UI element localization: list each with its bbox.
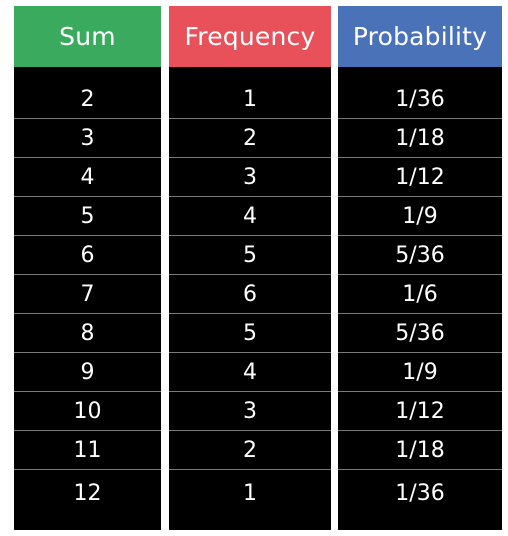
probability-cell: 1/9 — [338, 353, 502, 392]
probability-cell: 1/6 — [338, 275, 502, 314]
frequency-cell: 6 — [169, 275, 331, 314]
frequency-cell: 1 — [169, 80, 331, 119]
probability-cell: 1/12 — [338, 158, 502, 197]
frequency-cell: 2 — [169, 119, 331, 158]
probability-cell: 1/18 — [338, 119, 502, 158]
probability-cell: 1/12 — [338, 392, 502, 431]
sum-cell: 8 — [14, 314, 161, 353]
frequency-cell: 3 — [169, 392, 331, 431]
sum-cell: 4 — [14, 158, 161, 197]
frequency-cell: 2 — [169, 431, 331, 470]
probability-cell: 1/36 — [338, 80, 502, 119]
sum-cell: 6 — [14, 236, 161, 275]
sum-cell: 7 — [14, 275, 161, 314]
sum-cell: 12 — [73, 480, 102, 506]
probability-header: Probability — [338, 6, 502, 67]
frequency-cell: 1 — [243, 480, 257, 506]
probability-cell: 1/9 — [338, 197, 502, 236]
sum-cell: 11 — [14, 431, 161, 470]
probability-cell: 1/18 — [338, 431, 502, 470]
sum-cell: 3 — [14, 119, 161, 158]
probability-cell: 1/36 — [395, 480, 445, 506]
frequency-cell: 4 — [169, 197, 331, 236]
frequency-cell: 3 — [169, 158, 331, 197]
frequency-cell: 5 — [169, 314, 331, 353]
sum-cell: 10 — [14, 392, 161, 431]
frequency-cell: 4 — [169, 353, 331, 392]
frequency-cell: 5 — [169, 236, 331, 275]
sum-cell: 5 — [14, 197, 161, 236]
probability-cell: 5/36 — [338, 314, 502, 353]
sum-header: Sum — [14, 6, 161, 67]
sum-cell: 2 — [14, 80, 161, 119]
probability-cell: 5/36 — [338, 236, 502, 275]
frequency-header: Frequency — [169, 6, 331, 67]
sum-cell: 9 — [14, 353, 161, 392]
